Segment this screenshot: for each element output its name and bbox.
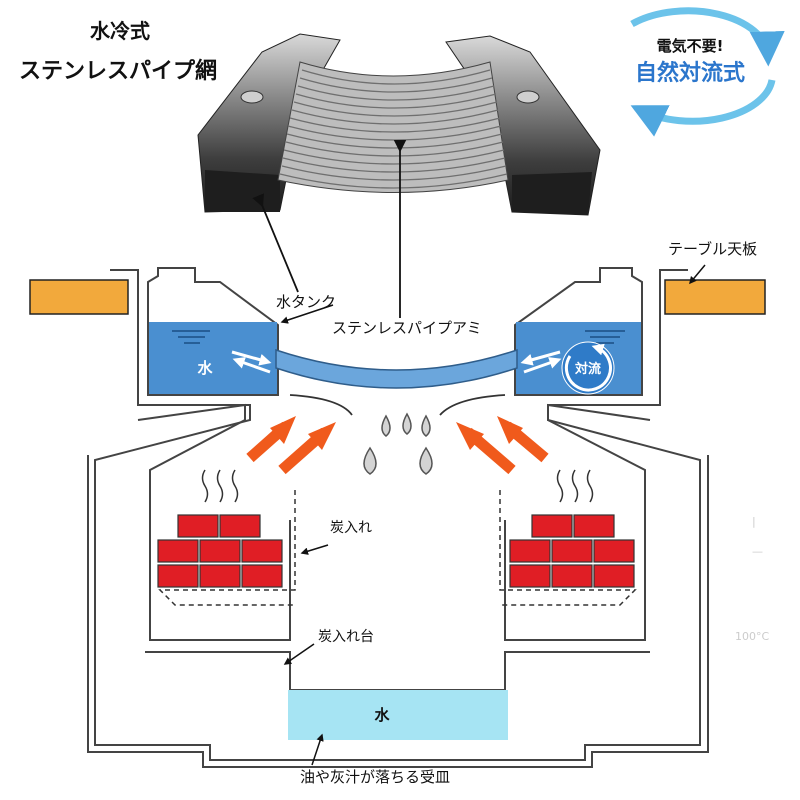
water-tray-label: 水 — [374, 706, 390, 724]
stainless-pipe — [275, 348, 518, 389]
right-tank-cap-icon — [516, 90, 540, 104]
oil-drops — [363, 412, 433, 475]
water-tank-label: 水タンク — [276, 293, 336, 311]
heat-arrow-head-icon — [497, 416, 523, 444]
flow-arrow-left-out-icon — [232, 357, 271, 374]
flow-arrow-right-in-icon — [520, 350, 561, 366]
water-tray — [288, 690, 508, 740]
callouts — [252, 139, 706, 766]
pipe-net-rods — [279, 69, 508, 189]
heat-arrow-head-icon — [308, 422, 336, 450]
drop-icon — [421, 414, 431, 437]
left-tank-front — [205, 170, 280, 212]
oil-tray-pointer — [311, 733, 324, 766]
cross-section-diagram: 水 対流 — [29, 267, 769, 768]
water-flow-arrows — [231, 350, 562, 374]
table-top-label: テーブル天板 — [668, 240, 757, 258]
heat-arrow-head-icon — [270, 416, 296, 444]
charcoal-holder-stand-label: 炭入れ台 — [318, 629, 374, 645]
title-line2: ステンレスパイプ網 — [19, 58, 217, 84]
right-tank-front — [512, 172, 592, 215]
charcoal-bricks — [157, 514, 635, 588]
badge-arc-bottom-icon — [630, 79, 776, 137]
title-line1: 水冷式 — [90, 19, 150, 43]
grill-product-photo — [197, 33, 601, 216]
heat-arrow-head-icon — [456, 422, 484, 450]
charcoal-holder-outline — [158, 490, 637, 606]
svg-text:|: | — [752, 515, 756, 528]
left-tank-water-label: 水 — [197, 359, 213, 377]
heat-arrows — [246, 421, 549, 475]
table-top-left — [29, 279, 129, 315]
drop-icon — [363, 446, 377, 475]
charcoal-holder-pointer — [300, 544, 329, 555]
heat-waves-icon — [201, 469, 594, 503]
table-top-pointer — [689, 264, 706, 285]
outer-housing — [87, 269, 709, 768]
convection-cycle-icon — [564, 343, 612, 392]
svg-text:—: — — [752, 545, 763, 558]
convection-label: 対流 — [574, 361, 601, 377]
drop-icon — [419, 446, 433, 475]
drop-icon — [381, 414, 391, 437]
stainless-pipe-net-label: ステンレスパイプアミ — [332, 319, 482, 337]
left-tank-cap-icon — [240, 90, 264, 104]
charcoal-holder-label: 炭入れ — [330, 520, 372, 536]
faint-background-marks: | — 100°C — [735, 515, 769, 643]
charcoal-stand-pointer — [283, 643, 315, 665]
oil-ash-tray-label: 油や灰汁が落ちる受皿 — [300, 768, 450, 786]
svg-text:100°C: 100°C — [735, 630, 769, 643]
badge-line2: 自然対流式 — [635, 60, 745, 86]
drop-icon — [402, 412, 412, 435]
natural-convection-badge: 電気不要! 自然対流式 — [630, 7, 785, 137]
water-tank-pointer — [280, 304, 334, 324]
flow-arrow-right-out-icon — [523, 357, 562, 374]
badge-line1: 電気不要! — [657, 37, 724, 55]
left-water-surface-icon — [172, 330, 210, 344]
water-tank-callout-line — [252, 193, 299, 293]
badge-arc-top-icon — [630, 7, 785, 67]
drip-deflector — [289, 394, 506, 416]
heat-arrow-heads — [270, 416, 523, 450]
right-water-surface-icon — [585, 330, 625, 344]
flow-arrow-left-in-icon — [231, 350, 272, 366]
table-top-right — [664, 279, 766, 315]
